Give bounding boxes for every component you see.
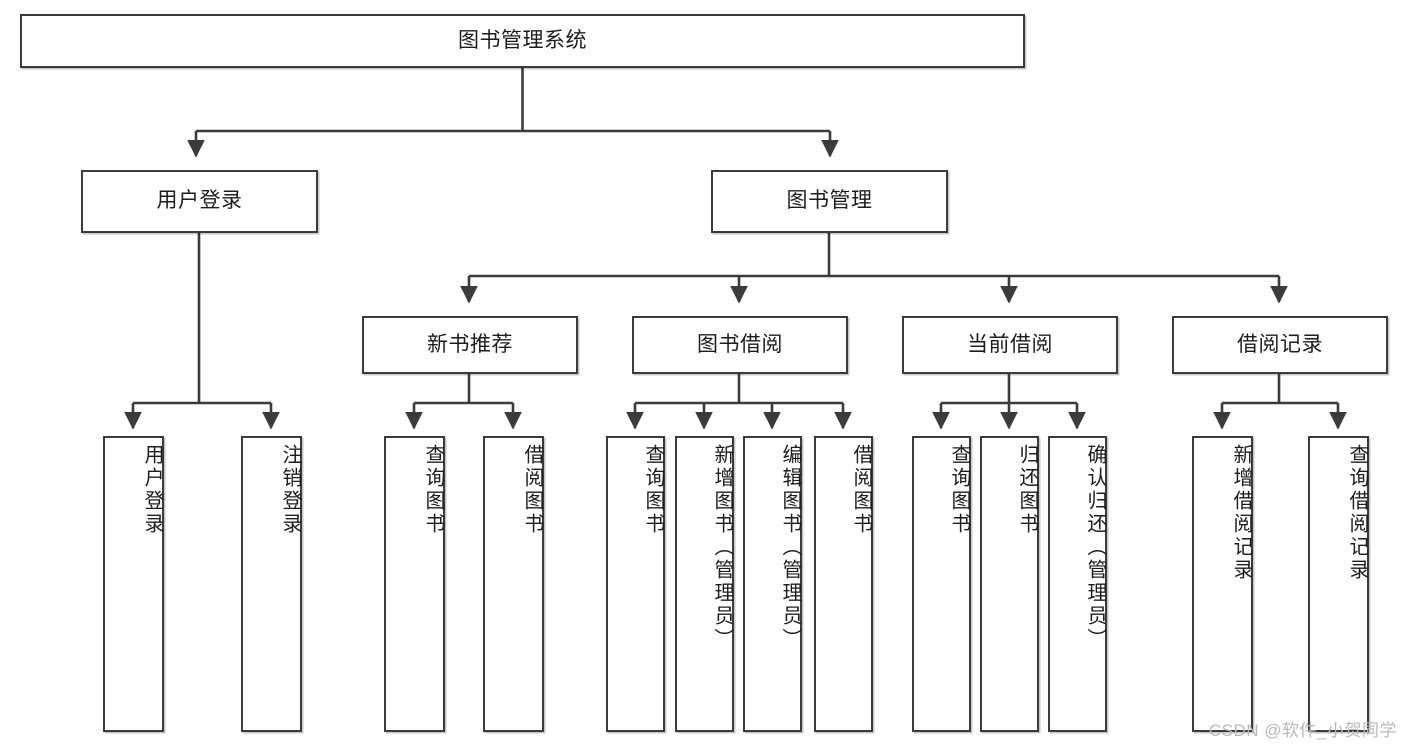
node-label: 用户登录	[156, 189, 243, 213]
node-leaf-return-book[interactable]: 归还图书	[980, 436, 1039, 732]
node-label: 用户登录	[141, 444, 163, 536]
node-label: 新增图书（管理员）	[711, 444, 733, 651]
node-leaf-add-book-admin[interactable]: 新增图书（管理员）	[675, 436, 734, 732]
node-leaf-edit-book-admin[interactable]: 编辑图书（管理员）	[743, 436, 802, 732]
node-leaf-confirm-return-admin[interactable]: 确认归还（管理员）	[1048, 436, 1107, 732]
node-current-borrow[interactable]: 当前借阅	[902, 316, 1118, 374]
node-label: 当前借阅	[967, 332, 1053, 356]
node-label: 查询图书	[422, 444, 444, 536]
node-label: 借阅图书	[521, 444, 543, 536]
node-leaf-add-borrow-record[interactable]: 新增借阅记录	[1192, 436, 1253, 732]
node-leaf-query-borrow-record[interactable]: 查询借阅记录	[1308, 436, 1369, 732]
node-borrow-records[interactable]: 借阅记录	[1172, 316, 1388, 374]
node-label: 注销登录	[279, 444, 301, 536]
node-label: 图书管理系统	[458, 28, 587, 52]
node-label: 新书推荐	[427, 332, 513, 356]
node-book-borrow[interactable]: 图书借阅	[632, 316, 848, 374]
node-user-login[interactable]: 用户登录	[81, 170, 318, 233]
node-leaf-query-book-current[interactable]: 查询图书	[912, 436, 971, 732]
node-book-management[interactable]: 图书管理	[711, 170, 948, 233]
node-root-system[interactable]: 图书管理系统	[20, 14, 1025, 68]
node-label: 查询图书	[948, 444, 970, 536]
node-leaf-user-login[interactable]: 用户登录	[103, 436, 164, 732]
csdn-watermark: CSDN @软件_小贺同学	[1208, 721, 1397, 740]
node-label: 借阅图书	[850, 444, 872, 536]
node-leaf-borrow-book[interactable]: 借阅图书	[814, 436, 873, 732]
node-leaf-borrow-book-recommend[interactable]: 借阅图书	[483, 436, 544, 732]
node-label: 归还图书	[1016, 444, 1038, 536]
node-label: 查询图书	[642, 444, 664, 536]
node-leaf-logout[interactable]: 注销登录	[241, 436, 302, 732]
node-label: 图书管理	[786, 189, 873, 213]
node-label: 借阅记录	[1237, 332, 1323, 356]
node-label: 图书借阅	[697, 332, 783, 356]
node-label: 编辑图书（管理员）	[779, 444, 801, 651]
node-leaf-query-book[interactable]: 查询图书	[606, 436, 665, 732]
node-label: 确认归还（管理员）	[1084, 444, 1106, 651]
node-label: 查询借阅记录	[1346, 444, 1368, 582]
node-leaf-query-book-recommend[interactable]: 查询图书	[384, 436, 445, 732]
node-label: 新增借阅记录	[1230, 444, 1252, 582]
node-new-book-recommend[interactable]: 新书推荐	[362, 316, 578, 374]
